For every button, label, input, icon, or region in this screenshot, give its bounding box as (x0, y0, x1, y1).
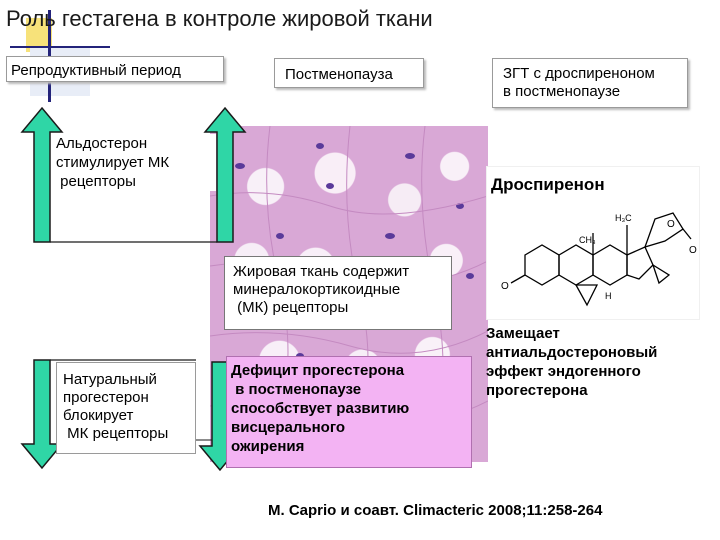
replaces-line: Замещает (486, 325, 560, 342)
methyl-label: CH₃ (579, 235, 596, 245)
header-hrt-line: ЗГТ с дроспиреноном (503, 65, 655, 82)
drospirenone-formula: O CH₃ H₃C O O H (501, 212, 697, 307)
adipose-line: (МК) рецепторы (233, 299, 349, 316)
replaces-line: антиальдостероновый (486, 344, 658, 361)
decorative-line (10, 46, 110, 48)
progesterone-line: блокирует (63, 407, 134, 424)
adipose-line: минералокортикоидные (233, 281, 401, 298)
adipose-line: Жировая ткань содержит (233, 263, 410, 280)
progesterone-line: МК рецепторы (63, 425, 169, 442)
aldosterone-line: рецепторы (56, 173, 136, 190)
deficit-line: в постменопаузе (231, 381, 362, 398)
header-hrt-line: в постменопаузе (503, 83, 621, 100)
deficit-line: ожирения (231, 438, 305, 455)
drospirenone-structure: Дроспиренон O CH₃ H₃C O O (486, 166, 700, 320)
header-reproductive-label: Репродуктивный период (11, 62, 181, 79)
progesterone-box: Натуральный прогестерон блокирует МК рец… (56, 362, 196, 454)
header-postmenopause-label: Постменопауза (285, 66, 393, 83)
deficit-box: Дефицит прогестерона в постменопаузе спо… (226, 356, 472, 468)
slide-title: Роль гестагена в контроле жировой ткани (6, 6, 433, 31)
oxygen-label: O (689, 245, 697, 256)
up-arrow-icon (203, 106, 247, 243)
hydrogen-label: H (605, 291, 612, 301)
header-reproductive: Репродуктивный период (6, 56, 224, 82)
deficit-line: висцерального (231, 419, 346, 436)
oxygen-label: O (501, 281, 509, 292)
aldosterone-box: Альдостерон стимулирует МК рецепторы (56, 134, 216, 191)
replaces-line: прогестерона (486, 382, 588, 399)
aldosterone-line: стимулирует МК (56, 154, 170, 171)
replaces-line: эффект эндогенного (486, 363, 641, 380)
deficit-line: Дефицит прогестерона (231, 362, 405, 379)
progesterone-line: прогестерон (63, 389, 149, 406)
adipose-mr-box: Жировая ткань содержит минералокортикоид… (224, 256, 452, 330)
header-hrt: ЗГТ с дроспиреноном в постменопаузе (492, 58, 688, 108)
progesterone-line: Натуральный (63, 371, 157, 388)
replaces-text: Замещает антиальдостероновый эффект эндо… (486, 324, 716, 400)
deficit-line: способствует развитию (231, 400, 410, 417)
aldosterone-line: Альдостерон (56, 135, 148, 152)
citation: M. Caprio и соавт. Climacteric 2008;11:2… (268, 502, 603, 519)
header-postmenopause: Постменопауза (274, 58, 424, 88)
oxygen-label: O (667, 219, 675, 230)
drospirenone-name: Дроспиренон (491, 175, 605, 194)
methyl-label: H₃C (615, 213, 632, 223)
up-arrow-icon (20, 106, 64, 243)
